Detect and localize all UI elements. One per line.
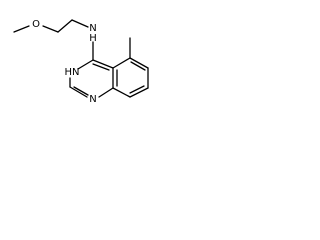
bond-c7-c8-double xyxy=(129,85,145,94)
bond-n1-c8a xyxy=(98,87,114,98)
amine-hydrogen-label: H xyxy=(89,33,97,44)
bond-oxygen-ch2 xyxy=(42,25,59,33)
bond-ch2-ch2 xyxy=(57,19,73,33)
bond-c4-n3 xyxy=(77,59,94,70)
bond-c2-n1-double xyxy=(73,86,89,96)
ring-n-label: N xyxy=(89,94,96,105)
bond-c7-c8 xyxy=(129,87,149,98)
bond-c5-c6-double xyxy=(130,61,146,71)
bond-c8-c8a xyxy=(112,87,131,98)
bond-methyl-oxygen xyxy=(13,25,30,33)
bond-c4a-c4-double xyxy=(92,63,110,71)
molecule-diagram: O N H HN N xyxy=(13,19,149,105)
bond-c2-n1 xyxy=(69,86,88,98)
amine-nitrogen-label: N xyxy=(89,23,96,34)
ring-nh-label: HN xyxy=(65,67,80,78)
bond-c5-c6 xyxy=(129,57,149,69)
bond-c4a-c5 xyxy=(112,57,131,69)
bond-c4a-c4 xyxy=(92,59,114,69)
oxygen-label: O xyxy=(32,19,40,30)
bond-ch2-amine xyxy=(71,19,89,28)
